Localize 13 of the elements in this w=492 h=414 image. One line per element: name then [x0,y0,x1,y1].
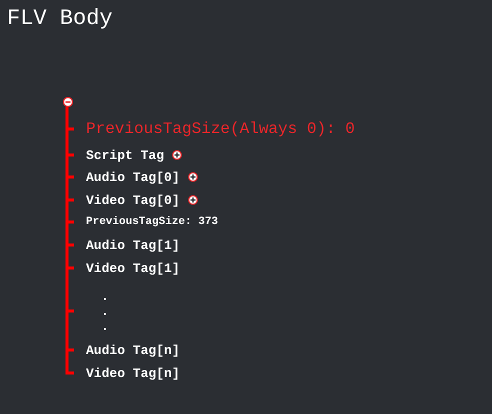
ellipsis-dot: . [101,288,109,304]
tree-item-label: PreviousTagSize(Always 0): 0 [86,120,355,138]
tree-item-label: Audio Tag[n] [86,342,180,358]
ellipsis-dot: . [101,304,109,318]
tree-item-label: Video Tag[1] [86,260,180,276]
tree-item-label: PreviousTagSize: 373 [86,216,218,228]
tree-item-label: Audio Tag[1] [86,238,180,252]
tree-item-label: Script Tag [86,148,164,162]
tree-item-label: Video Tag[n] [86,366,180,380]
tree-item-label: Audio Tag[0] [86,170,180,184]
ellipsis-dot: . [101,318,109,334]
tree-item-label: Video Tag[0] [86,192,180,208]
title: FLV Body [7,6,113,31]
